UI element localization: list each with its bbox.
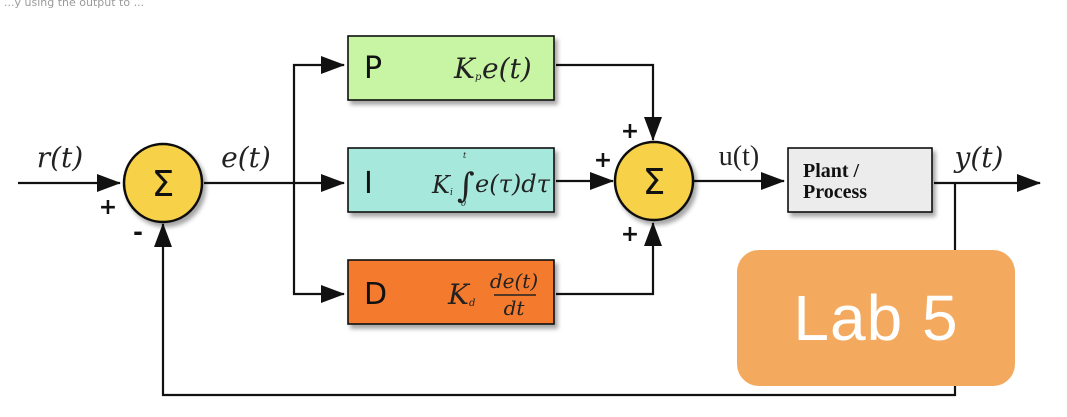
proportional-block: P K p e(t) — [347, 35, 555, 101]
sigma-symbol: Σ — [643, 162, 666, 203]
output-signal-label: y(t) — [953, 141, 1004, 174]
integrand: e(τ)dτ — [475, 170, 551, 198]
top-note: ...y using the output to ... — [4, 0, 144, 9]
plant-label-line2: Process — [803, 181, 867, 203]
kd-gain: K — [447, 278, 471, 311]
controller-summing-junction: Σ — [613, 140, 695, 222]
kp-gain: K — [453, 52, 477, 85]
integral-block: I K i ∫ t 0 e(τ)dτ — [347, 147, 555, 213]
kd-subscript: d — [469, 298, 475, 309]
derivative-denominator: dt — [504, 296, 526, 320]
lab-badge: Lab 5 — [737, 250, 1015, 386]
proportional-term: e(t) — [482, 52, 532, 85]
integral-upper-limit: t — [463, 151, 467, 160]
integral-lower-limit: 0 — [461, 199, 466, 208]
derivative-letter: D — [364, 277, 387, 312]
derivative-numerator: de(t) — [490, 269, 538, 293]
reference-signal-label: r(t) — [37, 141, 83, 174]
error-summing-junction: Σ — [122, 142, 204, 224]
error-to-derivative-wire — [292, 183, 345, 303]
sigma-symbol: Σ — [152, 164, 175, 205]
error-signal-label: e(t) — [221, 141, 271, 174]
integral-sign: ∫ — [457, 166, 475, 206]
kp-subscript: p — [475, 72, 482, 83]
plant-process-block: Plant / Process — [787, 147, 933, 213]
sum-plus-top: + — [621, 119, 639, 144]
sum-plus-left: + — [594, 148, 612, 173]
integral-letter: I — [364, 166, 373, 201]
proportional-to-sum-wire — [556, 63, 662, 141]
ki-subscript: i — [450, 188, 453, 198]
control-signal-label: u(t) — [719, 141, 759, 172]
derivative-to-sum-wire — [556, 222, 662, 296]
reference-plus-sign: + — [99, 195, 117, 220]
error-to-proportional-wire — [292, 56, 345, 183]
plant-label-line1: Plant / — [803, 160, 860, 182]
sum-plus-bottom: + — [621, 222, 639, 247]
proportional-letter: P — [364, 51, 382, 86]
derivative-block: D K d de(t) dt — [347, 259, 555, 325]
ki-gain: K — [431, 171, 452, 199]
lab-badge-text: Lab 5 — [793, 282, 959, 354]
feedback-minus-sign: - — [133, 218, 143, 246]
